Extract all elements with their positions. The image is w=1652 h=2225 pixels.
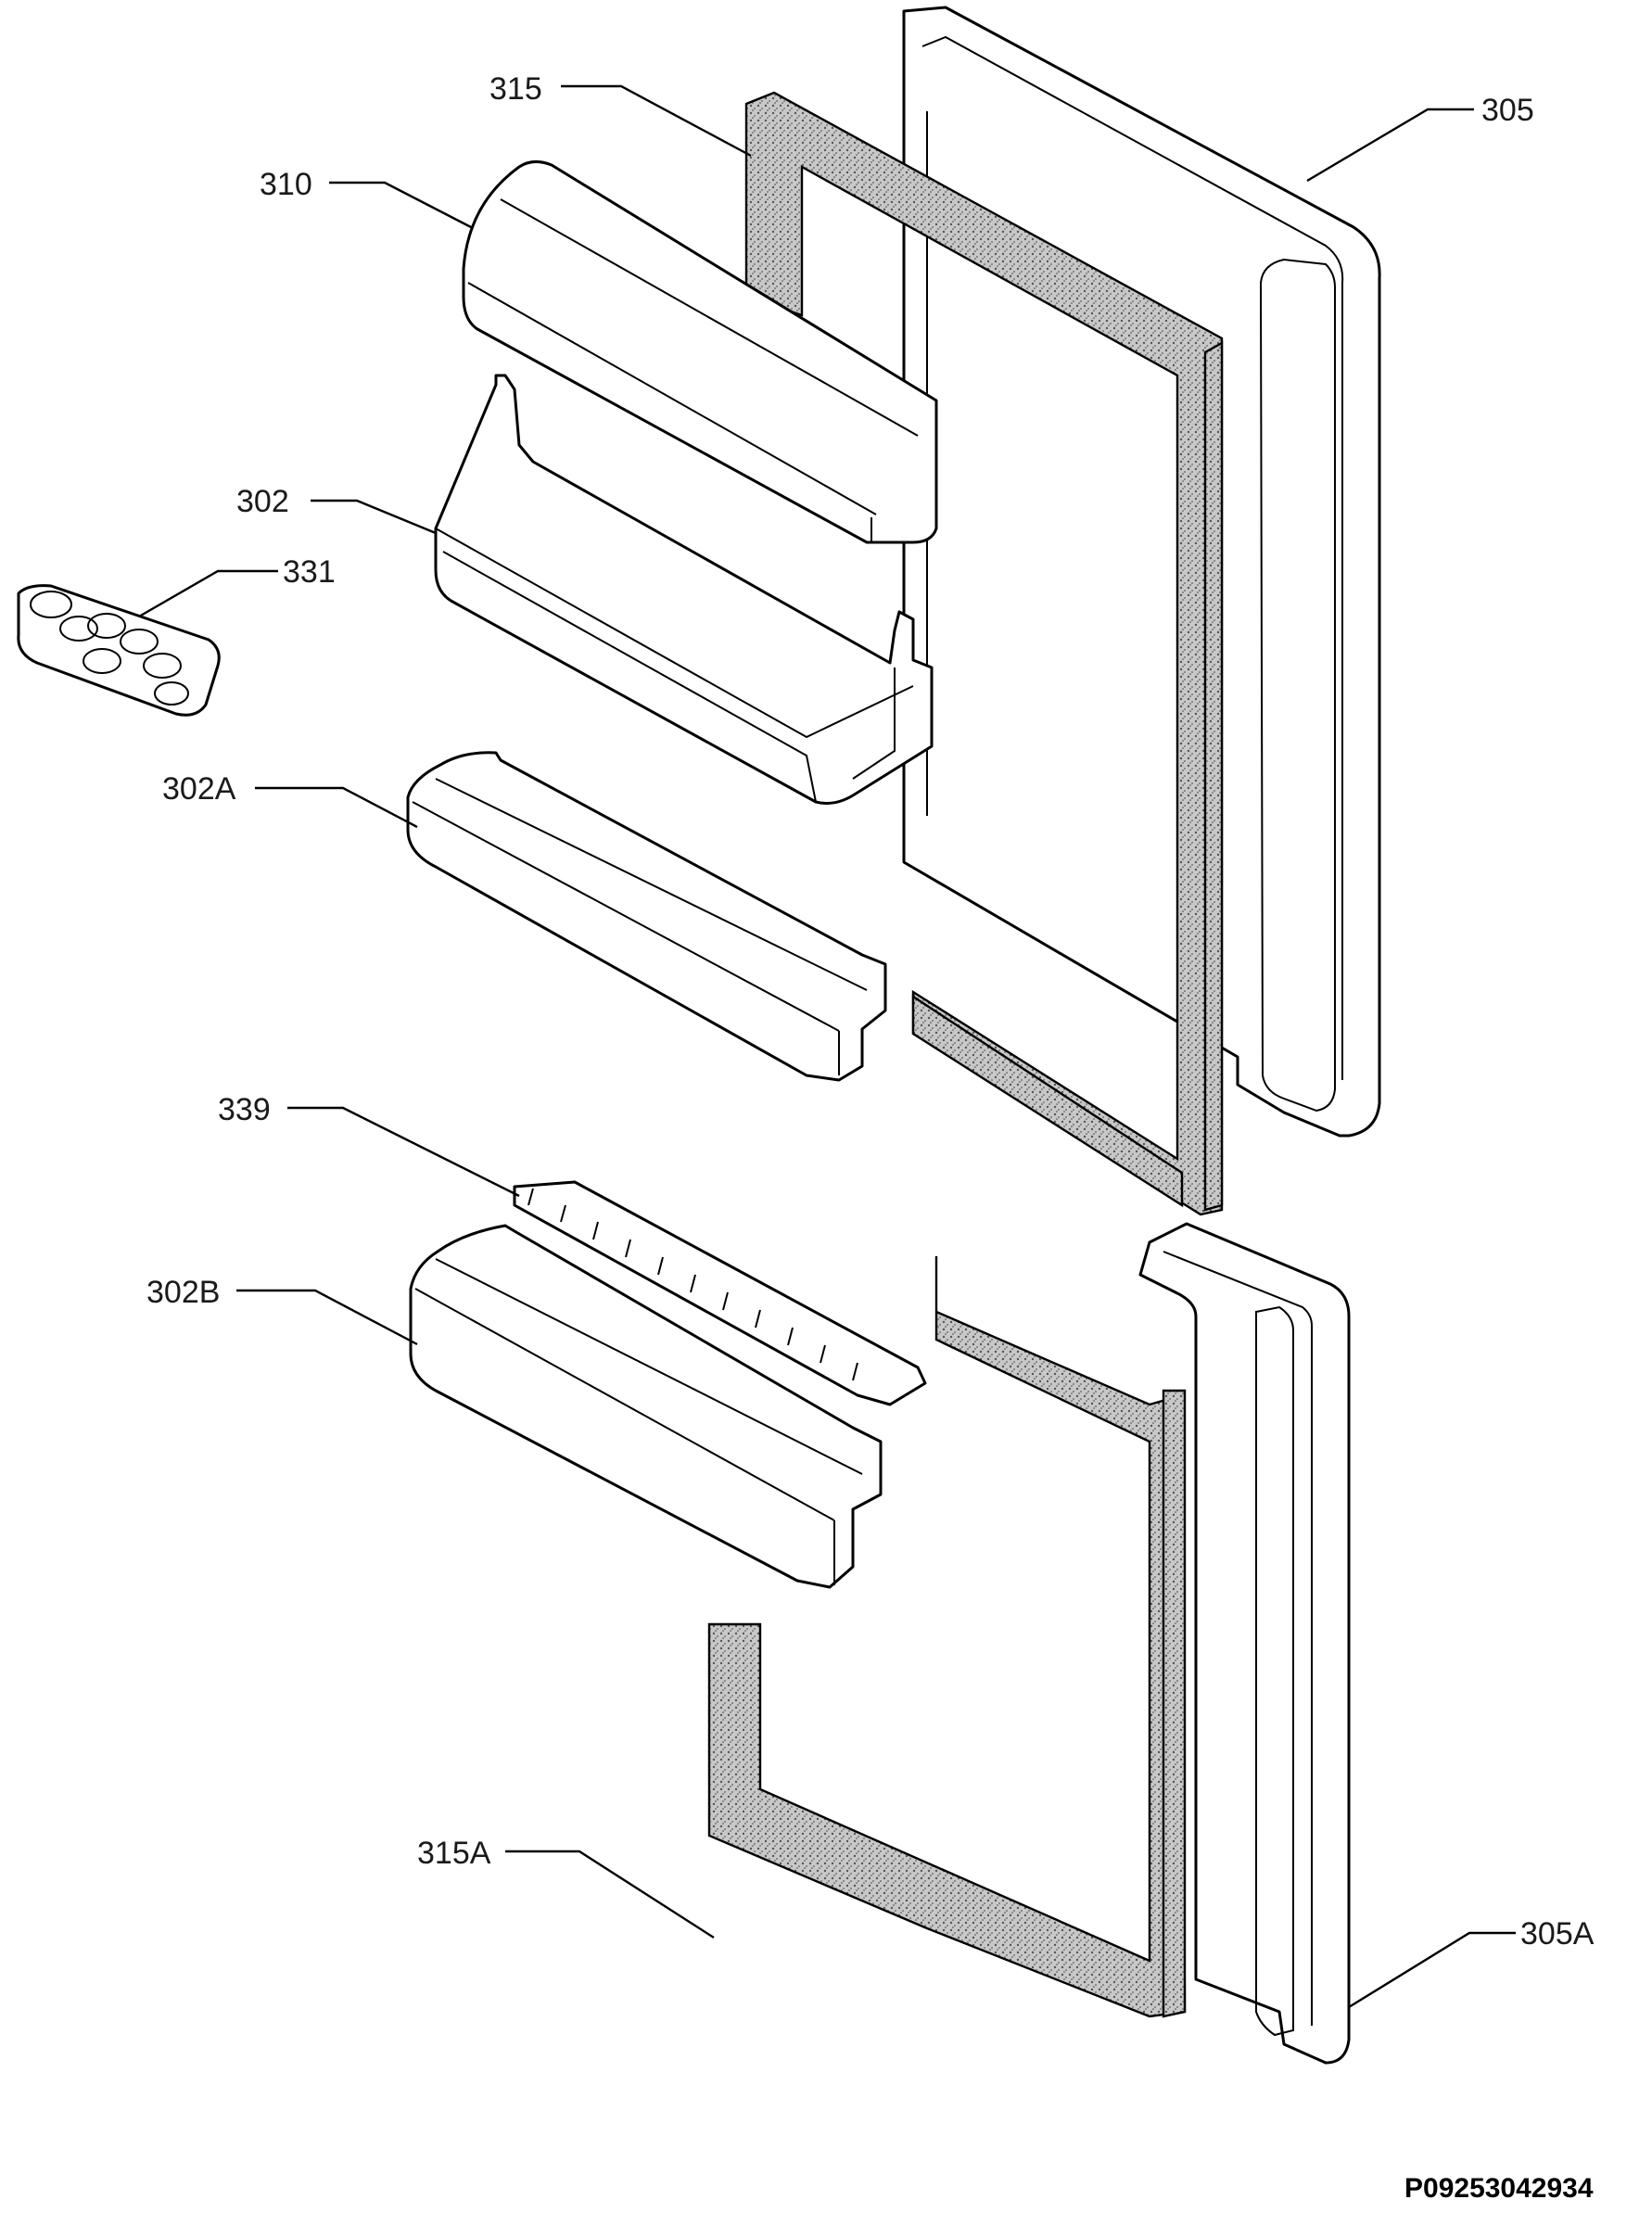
leader-305a	[1348, 1931, 1516, 2009]
leader-305	[1306, 108, 1474, 183]
callout-302: 302	[236, 484, 289, 519]
leader-302a	[255, 786, 418, 829]
callout-315a: 315A	[417, 1836, 491, 1871]
egg-tray-331	[17, 584, 221, 717]
callout-305: 305	[1481, 93, 1534, 128]
callout-302b: 302B	[146, 1275, 220, 1310]
callout-315: 315	[489, 71, 542, 107]
leader-lines	[138, 84, 1516, 2009]
leader-310	[329, 181, 472, 229]
door-shelf-302a	[406, 751, 887, 1082]
shelf-cover-310	[462, 160, 938, 544]
callout-labels: 315 305 310 302 331 302A 339 302B 315A 3…	[146, 71, 1595, 1952]
leader-315a	[505, 1850, 715, 1939]
door-shelf-302b	[409, 1224, 883, 1589]
lower-door-panel-305a	[1138, 1222, 1351, 2065]
door-shelf-302	[434, 374, 934, 805]
leader-339	[287, 1106, 520, 1198]
drawing-code: P09253042934	[1404, 2173, 1594, 2204]
leader-302	[311, 499, 437, 535]
callout-305a: 305A	[1520, 1916, 1595, 1952]
bottle-rack-339	[513, 1180, 927, 1406]
callout-302a: 302A	[162, 771, 236, 807]
upper-gasket-315	[744, 91, 1224, 1216]
callout-331: 331	[283, 554, 336, 590]
callout-310: 310	[260, 167, 312, 202]
leader-315	[561, 84, 752, 158]
leader-331	[138, 569, 278, 618]
leader-302b	[236, 1289, 418, 1346]
callout-339: 339	[218, 1092, 271, 1127]
lower-gasket-315a	[707, 1256, 1187, 2018]
upper-door-panel-305	[902, 6, 1381, 1138]
